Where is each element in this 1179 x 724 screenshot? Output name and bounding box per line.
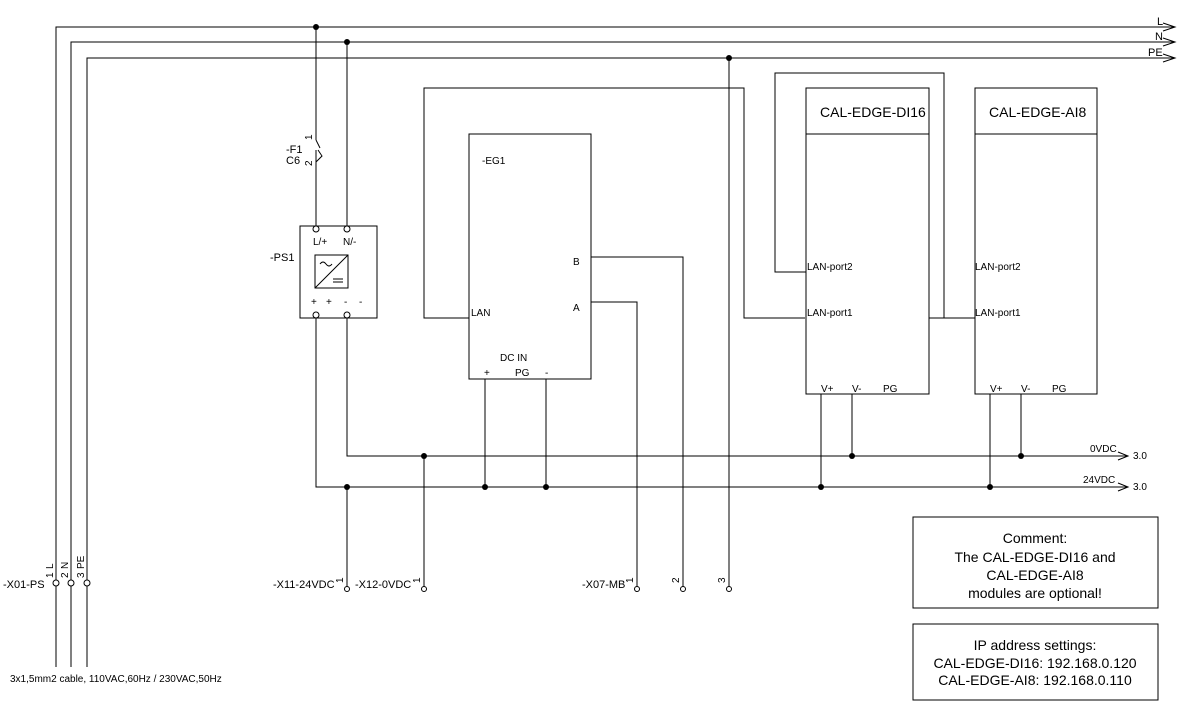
fuse-pin1: 1 — [304, 134, 315, 140]
di16-port1: LAN-port1 — [807, 308, 853, 319]
x11-label: -X11-24VDC — [273, 579, 335, 591]
comment-line1: Comment: — [1003, 530, 1068, 546]
modbus-b-wire — [591, 256, 684, 587]
rail-n-arrow — [1162, 37, 1177, 47]
terminal-symbols — [52, 579, 732, 592]
junction-dot — [313, 24, 319, 30]
x01-label: -X01-PS — [3, 579, 45, 591]
converter-icon — [314, 254, 349, 289]
rail-l-label: L — [1157, 16, 1163, 28]
ip-line3: CAL-EDGE-AI8: 192.168.0.110 — [938, 672, 1132, 688]
bus-24vdc-wire — [315, 318, 1128, 488]
cable-note: 3x1,5mm2 cable, 110VAC,60Hz / 230VAC,50H… — [10, 674, 222, 685]
lan-link-eg1-di16 — [423, 87, 805, 319]
gateway-minus: - — [545, 368, 548, 379]
ps-out-p1: + — [311, 297, 317, 308]
ip-settings-box: IP address settings: CAL-EDGE-DI16: 192.… — [912, 623, 1159, 701]
gateway-b: B — [573, 257, 580, 268]
comment-line3: CAL-EDGE-AI8 — [986, 567, 1083, 583]
x01-pin2-label: N — [60, 562, 71, 569]
x07-pin2: 2 — [671, 577, 682, 583]
ip-line2: CAL-EDGE-DI16: 192.168.0.120 — [933, 655, 1136, 671]
ps-out-m1: - — [344, 297, 347, 308]
rail-pe-arrow — [1162, 53, 1177, 63]
ai8-port2: LAN-port2 — [975, 262, 1021, 273]
ps-out-p2: + — [326, 297, 332, 308]
gateway-plus: + — [484, 368, 490, 379]
x07-label: -X07-MB — [582, 579, 625, 591]
gateway-tag: -EG1 — [482, 156, 506, 167]
di16-vm: V- — [852, 384, 861, 395]
rail-l-wire — [55, 26, 1175, 667]
ai8-title: CAL-EDGE-AI8 — [989, 104, 1086, 120]
x01-pin1-label: L — [45, 563, 56, 569]
ai8-pg: PG — [1052, 384, 1067, 395]
ai8-vm: V- — [1021, 384, 1030, 395]
rail-pe-wire — [86, 57, 1175, 667]
gateway-eg1: -EG1 LAN B A DC IN + PG - — [468, 133, 592, 380]
di16-vp: V+ — [821, 384, 834, 395]
x07-pin1: 1 — [625, 577, 636, 583]
modbus-a-wire — [591, 301, 638, 587]
ps-out-m2: - — [359, 297, 362, 308]
dc-buses: 0VDC 24VDC 3.0 3.0 — [315, 318, 1147, 493]
comment-line2: The CAL-EDGE-DI16 and — [954, 549, 1115, 565]
comment-line4: modules are optional! — [968, 585, 1102, 601]
fuse-tag: -F1 — [286, 144, 303, 156]
x12-pin: 1 — [412, 577, 423, 583]
x07-pin3: 3 — [717, 577, 728, 583]
gateway-a: A — [573, 303, 580, 314]
fuse-rating: C6 — [286, 155, 300, 167]
x12-label: -X12-0VDC — [355, 579, 411, 591]
bus-0vdc-wire — [346, 318, 1128, 457]
module-ai8: CAL-EDGE-AI8 LAN-port2 LAN-port1 V+ V- P… — [974, 87, 1098, 395]
power-supply-ps1: L/+ N/- + + - - — [299, 225, 378, 319]
rail-n-label: N — [1155, 31, 1163, 43]
mains-rails: L N PE — [55, 16, 1177, 667]
ai8-port1: LAN-port1 — [975, 308, 1021, 319]
ps-in-l: L/+ — [313, 237, 327, 248]
x01-pin2: 2 — [60, 572, 71, 578]
bus-0vdc-label: 0VDC — [1090, 444, 1117, 455]
comment-box: Comment: The CAL-EDGE-DI16 and CAL-EDGE-… — [912, 516, 1159, 609]
gateway-dcin: DC IN — [500, 353, 527, 364]
di16-title: CAL-EDGE-DI16 — [820, 104, 926, 120]
gateway-lan: LAN — [471, 308, 490, 319]
bus-0vdc-ref: 3.0 — [1133, 451, 1147, 462]
rail-l-arrow — [1162, 22, 1177, 32]
ps-tag: -PS1 — [270, 252, 294, 264]
rail-n-wire — [70, 41, 1175, 667]
junction-dot — [344, 39, 350, 45]
fuse-f1: -F1 C6 1 2 — [286, 27, 323, 226]
di16-pg: PG — [883, 384, 898, 395]
lan-link-di16-ai8 — [774, 72, 945, 319]
di16-port2: LAN-port2 — [807, 262, 853, 273]
ai8-vp: V+ — [990, 384, 1003, 395]
bus-24vdc-ref: 3.0 — [1133, 482, 1147, 493]
x11-pin: 1 — [335, 577, 346, 583]
module-di16: CAL-EDGE-DI16 LAN-port2 LAN-port1 V+ V- … — [805, 87, 930, 395]
ps-in-n: N/- — [343, 237, 356, 248]
fuse-pin2: 2 — [304, 160, 315, 166]
bus-24vdc-label: 24VDC — [1083, 475, 1115, 486]
x01-pin1: 1 — [45, 572, 56, 578]
junction-dots — [344, 55, 1024, 490]
x01-pin3: 3 — [76, 572, 87, 578]
ip-line1: IP address settings: — [974, 637, 1097, 653]
rail-pe-label: PE — [1148, 47, 1163, 59]
gateway-pg: PG — [515, 368, 530, 379]
x01-pin3-label: PE — [76, 555, 87, 569]
